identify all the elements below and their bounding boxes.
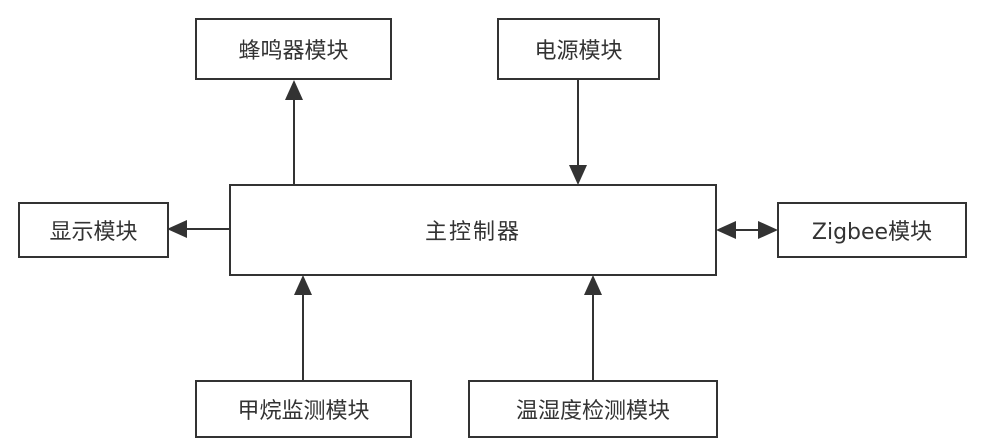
methane-module-label: 甲烷监测模块 [237,399,370,424]
arrowhead-buzzer [285,80,303,100]
methane-module-box: 甲烷监测模块 [195,380,412,438]
main-controller-box: 主控制器 [229,184,717,276]
zigbee-module-box: Zigbee模块 [777,202,967,258]
arrowhead-controller-from-power [569,165,587,185]
arrowhead-zigbee [758,221,778,239]
power-module-box: 电源模块 [497,18,660,80]
arrowhead-controller-from-temp-humidity [584,275,602,295]
arrowhead-controller-from-methane [294,275,312,295]
main-controller-label: 主控制器 [424,220,521,245]
arrowhead-display [167,220,187,238]
zigbee-module-label: Zigbee模块 [811,220,933,245]
display-module-label: 显示模块 [49,220,138,245]
temp-humidity-module-label: 温湿度检测模块 [515,399,670,424]
power-module-label: 电源模块 [534,39,623,64]
buzzer-module-box: 蜂鸣器模块 [195,18,392,80]
arrowhead-controller-from-zigbee [716,221,736,239]
display-module-box: 显示模块 [18,202,169,258]
buzzer-module-label: 蜂鸣器模块 [238,39,349,64]
temp-humidity-module-box: 温湿度检测模块 [468,380,718,438]
